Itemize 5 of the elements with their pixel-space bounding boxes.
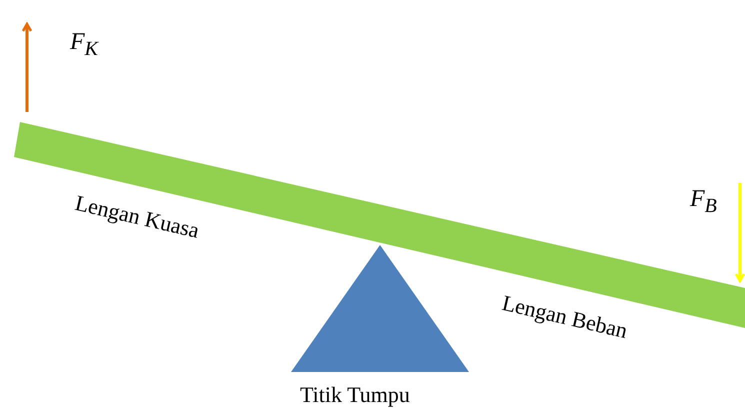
force-label: F$_{B}$ bbox=[690, 187, 717, 216]
arm-label: Lengan Kuasa bbox=[73, 192, 202, 242]
force-label: F$_{K}$ bbox=[70, 30, 98, 59]
fulcrum-label: Titik Tumpu bbox=[300, 384, 410, 406]
arm-label: Lengan Beban bbox=[500, 292, 630, 342]
